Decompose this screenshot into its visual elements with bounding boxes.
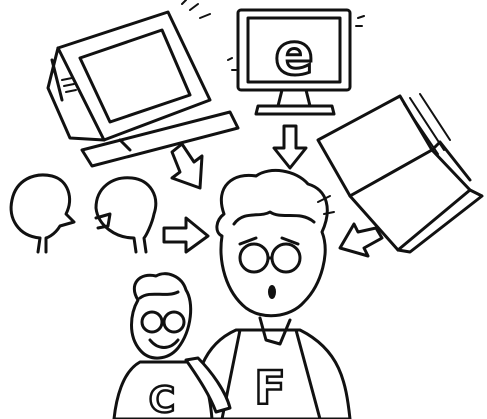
crt-monitor-icon [48, 0, 238, 166]
flat-monitor-icon: e [228, 10, 364, 114]
speech-head-icon [11, 175, 156, 252]
open-book-icon [318, 94, 482, 252]
child-shirt-letter: C [149, 380, 175, 419]
adult-shirt-letter: F [254, 361, 285, 415]
monitor-letter: e [274, 20, 313, 88]
